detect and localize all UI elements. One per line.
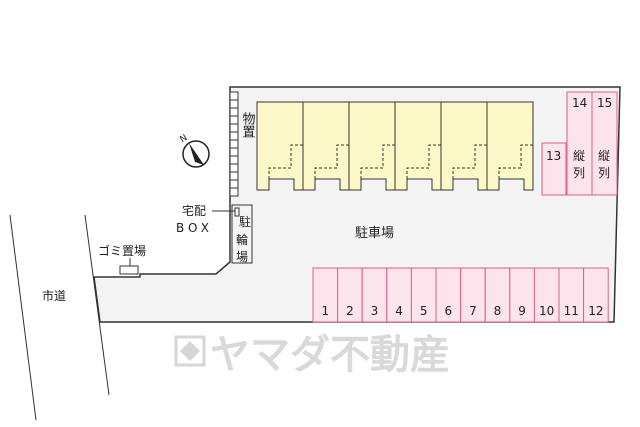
- watermark-text: ヤマダ不動産: [210, 332, 450, 378]
- fence-segment: [229, 91, 239, 101]
- space-label-1: 1: [321, 304, 329, 318]
- parking-space-1: [312, 267, 339, 323]
- delivery-box-label-2: BOX: [176, 221, 213, 235]
- parking-space-15: [591, 91, 618, 196]
- parking-lot-label: 駐車場: [355, 226, 394, 241]
- parking-space-11: [558, 267, 585, 323]
- parking-space-4: [386, 267, 412, 323]
- compass-icon: N: [179, 133, 210, 168]
- fence-segment: [229, 179, 239, 189]
- side-parking: 13 14 15 縦 列 縦 列: [541, 91, 618, 196]
- unit-interior-line: [314, 144, 349, 179]
- delivery-box: [234, 207, 240, 217]
- storage-label: 物置: [240, 112, 256, 138]
- parking-space-7: [460, 267, 486, 323]
- fence-segment: [229, 123, 239, 133]
- parking-space-9: [509, 267, 535, 323]
- tandem-label: 列: [573, 166, 585, 180]
- parking-space-3: [361, 267, 388, 323]
- tandem-label: 縦: [573, 149, 585, 163]
- unit-interior-line: [498, 144, 533, 179]
- fence-segment: [229, 107, 239, 117]
- storage-fence: [229, 91, 239, 197]
- space-label-11: 11: [564, 304, 579, 318]
- space-label-7: 7: [469, 304, 477, 318]
- space-label-10: 10: [539, 304, 554, 318]
- space-label-14: 14: [572, 96, 587, 110]
- building-unit: [348, 101, 396, 191]
- parking-space-12: [583, 267, 609, 323]
- space-label-9: 9: [518, 304, 526, 318]
- fence-segment: [229, 155, 239, 165]
- fence-segment: [229, 99, 239, 109]
- unit-interior-line: [452, 144, 487, 179]
- parking-space-13: [541, 142, 567, 196]
- fence-segment: [229, 139, 239, 149]
- bicycle-label-3: 場: [236, 250, 248, 264]
- tandem-label: 列: [598, 166, 610, 180]
- compass-north-label: N: [179, 133, 190, 145]
- unit-interior-line: [406, 144, 441, 179]
- unit-interior-line: [268, 144, 303, 179]
- parking-space-14: [566, 91, 593, 196]
- building-unit: [440, 101, 488, 191]
- unit-interior-line: [360, 144, 395, 179]
- space-label-3: 3: [371, 304, 379, 318]
- building-unit: [486, 101, 534, 191]
- fence-segment: [229, 171, 239, 181]
- parking-space-5: [410, 267, 437, 323]
- bicycle-label-1: 駐: [239, 214, 251, 229]
- space-label-13: 13: [546, 149, 561, 163]
- city-road-label: 市道: [42, 288, 66, 303]
- road-edge-left: [9, 214, 37, 421]
- space-label-4: 4: [395, 304, 403, 318]
- parking-space-10: [533, 267, 560, 323]
- fence-segment: [229, 147, 239, 157]
- fence-segment: [229, 131, 239, 141]
- building-unit: [394, 101, 442, 191]
- bicycle-parking: [231, 204, 253, 264]
- parking-space-6: [435, 267, 462, 323]
- watermark: ヤマダ不動産: [174, 332, 450, 378]
- parking-space-8: [484, 267, 511, 323]
- space-label-15: 15: [597, 96, 612, 110]
- space-label-12: 12: [588, 304, 603, 318]
- space-label-8: 8: [494, 304, 502, 318]
- bicycle-label-2: 輪: [236, 232, 248, 247]
- tandem-label: 縦: [598, 149, 610, 163]
- building-unit: [256, 101, 304, 191]
- building-unit: [302, 101, 350, 191]
- fence-segment: [229, 115, 239, 125]
- delivery-box-label: 宅配: [182, 203, 206, 218]
- space-label-5: 5: [420, 304, 428, 318]
- fence-segment: [229, 187, 239, 197]
- garbage-area: [119, 265, 139, 275]
- fence-segment: [229, 163, 239, 173]
- space-label-6: 6: [444, 304, 452, 318]
- space-label-2: 2: [346, 304, 354, 318]
- building-units: [256, 101, 534, 191]
- garbage-label: ゴミ置場: [98, 243, 146, 258]
